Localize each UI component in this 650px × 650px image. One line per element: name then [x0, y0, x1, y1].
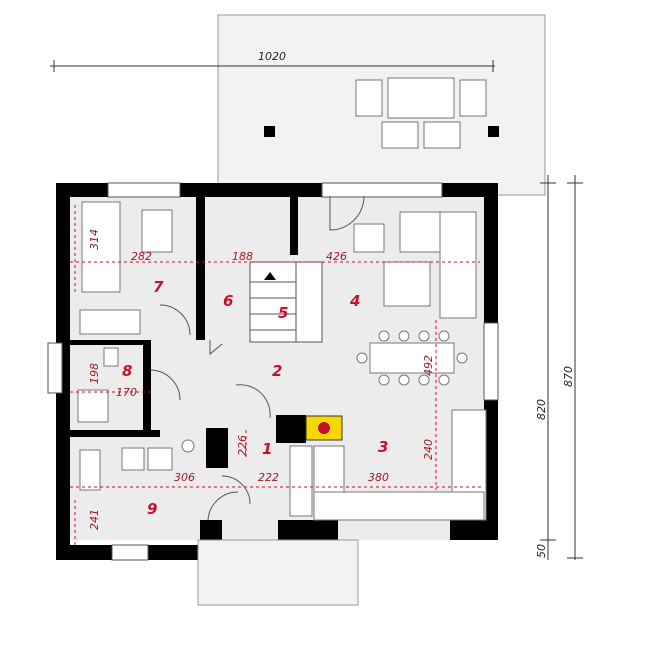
- room-label-7: 7: [153, 278, 164, 296]
- terrace-pillar-right: [488, 126, 499, 137]
- terrace-pillar-left: [264, 126, 275, 137]
- dimension-room3-height: 240: [422, 439, 435, 460]
- dimension-terrace-width: 1020: [258, 50, 286, 63]
- wc-fixtures: [77, 347, 119, 423]
- room-label-5: 5: [278, 304, 288, 322]
- dimension-room4-height: 492: [422, 355, 435, 376]
- fire-icon: [318, 422, 330, 434]
- dimension-hall-width: 222: [258, 471, 279, 484]
- dimension-room9-width: 306: [174, 471, 195, 484]
- staircase: [249, 261, 323, 343]
- dimension-room9-height: 241: [88, 509, 101, 530]
- exterior-walls: [56, 183, 498, 560]
- dimension-overall-inner: 820: [535, 399, 548, 420]
- garden-furniture: [355, 77, 487, 149]
- dimension-room7-width: 282: [131, 250, 152, 263]
- overall-height-lines: [540, 175, 583, 560]
- dimension-overall: 870: [562, 366, 575, 387]
- front-porch: [197, 539, 359, 606]
- interior-walls: [60, 195, 306, 468]
- doors: [150, 304, 271, 521]
- room-label-8: 8: [122, 362, 132, 380]
- dimension-room3-width: 380: [368, 471, 389, 484]
- dimension-lines: [70, 205, 484, 545]
- room-label-4: 4: [349, 292, 360, 310]
- kitchen-counters: [289, 409, 487, 521]
- bathroom-fixtures: [79, 439, 195, 491]
- room-4-furniture: [329, 195, 477, 386]
- room-label-2: 2: [272, 362, 282, 380]
- room-label-9: 9: [147, 500, 157, 518]
- room-label-1: 1: [262, 440, 272, 458]
- dimension-bottom-offset: 50: [535, 544, 548, 558]
- room-7-furniture: [79, 201, 173, 335]
- dimension-hall-height: 226: [236, 435, 249, 456]
- top-dimension-line: [50, 60, 495, 72]
- dimension-room8-width: 170: [116, 386, 137, 399]
- dimension-room8-height: 198: [88, 363, 101, 384]
- dimension-room7-height: 314: [88, 229, 101, 250]
- room-label-3: 3: [378, 438, 388, 456]
- room-label-6: 6: [223, 292, 233, 310]
- dimension-room4-width: 426: [326, 250, 347, 263]
- windows: [47, 182, 499, 561]
- dimension-room6-width: 188: [232, 250, 253, 263]
